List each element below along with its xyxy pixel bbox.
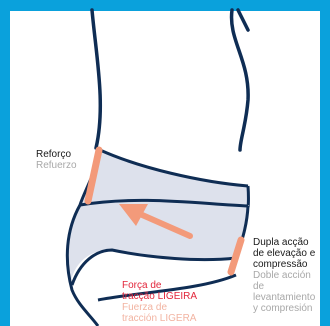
- body-right-contour: [232, 10, 249, 150]
- body-left-contour: [92, 10, 100, 148]
- traction-es-line1: Fuerza de: [122, 302, 197, 313]
- traction-pt-line1: Força de: [122, 280, 197, 291]
- double-action-pt-line2: de elevação e: [253, 248, 315, 259]
- reinforcement-label-pt: Reforço: [36, 149, 77, 160]
- body-right-short-stroke: [238, 10, 248, 30]
- double-action-es-line3: levantamiento: [253, 292, 315, 303]
- reinforcement-label: Reforço Refuerzo: [36, 149, 77, 171]
- lower-band-fill: [66, 200, 248, 285]
- traction-pt-line2: tracção LIGEIRA: [122, 291, 197, 302]
- reinforcement-label-es: Refuerzo: [36, 160, 77, 171]
- double-action-label: Dupla acção de elevação e compressão Dob…: [253, 237, 315, 314]
- double-action-pt-line3: compressão: [253, 259, 315, 270]
- traction-es-line2: tracción LIGERA: [122, 313, 197, 324]
- upper-band-fill: [80, 150, 248, 206]
- double-action-es-line2: de: [253, 281, 315, 292]
- traction-label: Força de tracção LIGEIRA Fuerza de tracc…: [122, 280, 197, 324]
- double-action-es-line4: y compresión: [253, 303, 315, 314]
- double-action-pt-line1: Dupla acção: [253, 237, 315, 248]
- double-action-es-line1: Doble acción: [253, 270, 315, 281]
